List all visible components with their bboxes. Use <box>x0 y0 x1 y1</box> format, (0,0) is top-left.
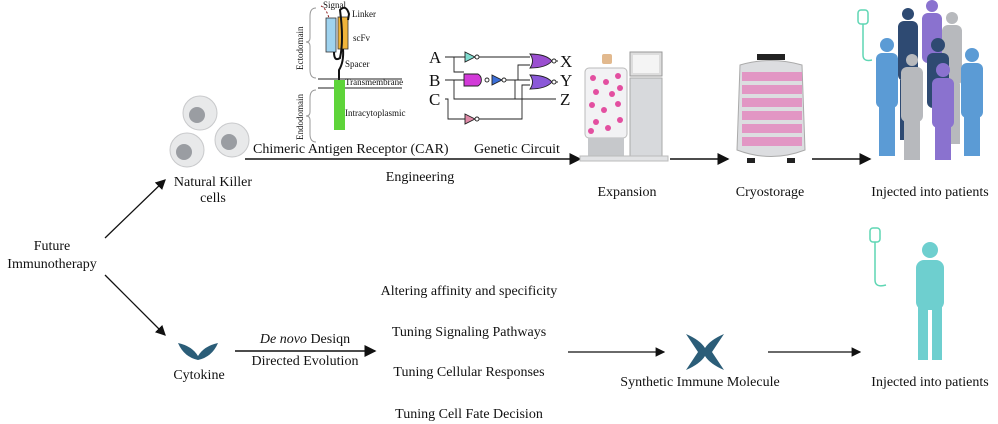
goal-item: Tuning Cell Fate Decision <box>395 407 543 422</box>
input-b: B <box>429 71 440 90</box>
root-label-line2: Immunotherapy <box>7 257 96 272</box>
synthetic-molecule-icon <box>686 334 724 370</box>
synthetic-label: Synthetic Immune Molecule <box>620 375 779 390</box>
root-node: Future Immunotherapy <box>7 239 96 272</box>
single-patient-icon <box>869 227 944 360</box>
injected-label-bottom: Injected into patients <box>871 375 988 390</box>
directed-evolution-label: Directed Evolution <box>252 354 359 369</box>
car-structure: Ectodomain Endodomain Signal Linker scFv… <box>295 0 405 143</box>
input-c: C <box>429 90 440 109</box>
transmembrane-label: Transmembrane <box>345 77 403 87</box>
circuit-label: Genetic Circuit <box>474 142 560 157</box>
injected-label-top: Injected into patients <box>871 185 988 200</box>
output-z: Z <box>560 90 570 109</box>
linker-label: Linker <box>352 9 376 19</box>
endodomain-label: Endodomain <box>295 94 305 140</box>
spacer-label: Spacer <box>345 59 370 69</box>
engineering-label: Engineering <box>386 170 454 185</box>
nk-label-line1: Natural Killer <box>174 175 252 190</box>
patients-group-icon <box>857 0 983 160</box>
output-x: X <box>560 52 572 71</box>
design-goals-list: Altering affinity and specificity Tuning… <box>381 284 558 422</box>
scfv-label: scFv <box>353 33 371 43</box>
goal-item: Tuning Signaling Pathways <box>392 325 546 340</box>
signal-label: Signal <box>323 0 347 10</box>
car-label: Chimeric Antigen Receptor (CAR) <box>253 142 449 157</box>
de-novo-design-label: De novo Desiqn <box>259 332 350 347</box>
design-text: Desiqn <box>307 332 350 347</box>
nk-cells-icon <box>169 95 250 168</box>
expansion-label: Expansion <box>597 185 656 200</box>
goal-item: Altering affinity and specificity <box>381 284 558 299</box>
nk-label-line2: cells <box>200 191 226 206</box>
goal-item: Tuning Cellular Responses <box>393 365 544 380</box>
root-label-line1: Future <box>34 239 71 254</box>
output-y: Y <box>560 71 572 90</box>
bioreactor-icon <box>579 51 669 162</box>
arrow-to-nk <box>104 179 166 239</box>
input-a: A <box>429 48 442 67</box>
genetic-circuit: A B C X Y Z <box>429 48 572 125</box>
cryostorage-label: Cryostorage <box>736 185 804 200</box>
cryostorage-tank-icon <box>736 54 806 163</box>
ectodomain-label: Ectodomain <box>295 26 305 70</box>
de-novo-italic: De novo <box>259 332 307 347</box>
intracytoplasmic-label: Intracytoplasmic <box>345 108 405 118</box>
arrow-to-cytokine <box>104 274 166 336</box>
cytokine-label: Cytokine <box>173 368 224 383</box>
cytokine-icon <box>178 343 218 360</box>
